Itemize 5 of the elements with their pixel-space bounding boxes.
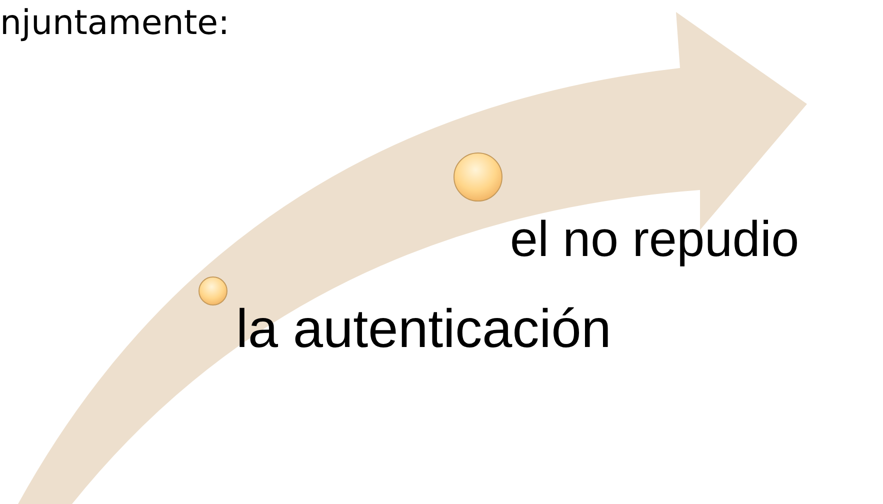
step-label: la autenticación bbox=[236, 302, 612, 356]
heading-text: njuntamente: bbox=[0, 6, 230, 40]
step-label: el no repudio bbox=[510, 214, 800, 264]
bullet-dot bbox=[453, 152, 503, 202]
bullet-dot bbox=[198, 276, 228, 306]
